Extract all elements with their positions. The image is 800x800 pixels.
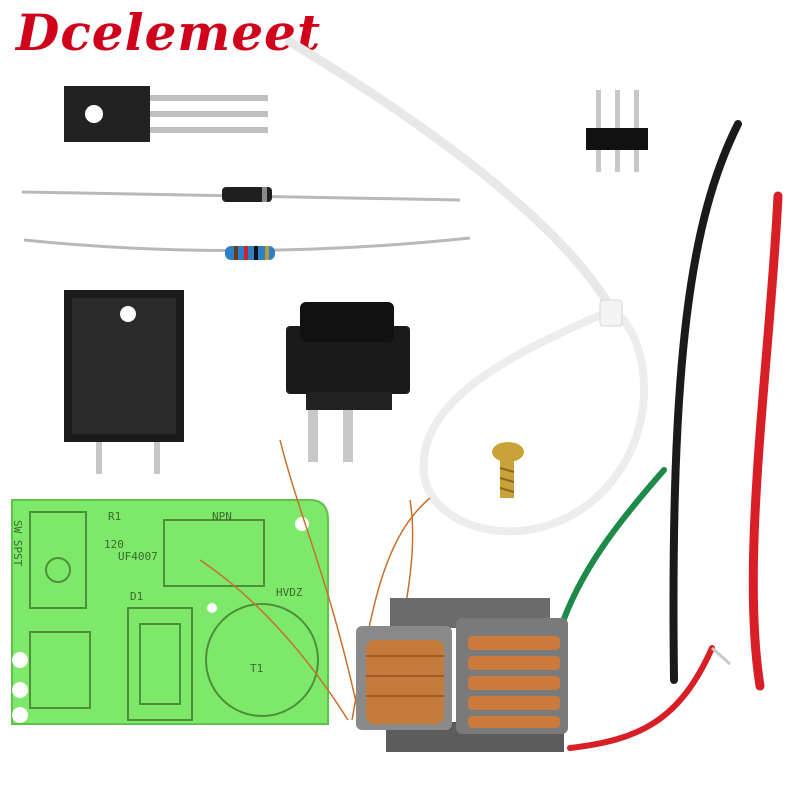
pcb-label-diode-ref: D1 <box>130 590 143 603</box>
green-wire <box>557 467 667 633</box>
hv-transformer <box>356 598 568 752</box>
red-wire <box>748 191 783 691</box>
pcb-label-coil: T1 <box>250 662 263 675</box>
pcb-label-switch: SW SPST <box>11 520 24 567</box>
pcb-label-transistor: NPN <box>212 510 232 523</box>
pcb-label-diode-name: UF4007 <box>118 550 158 563</box>
red-output-wire <box>567 645 715 751</box>
cable-tie <box>285 37 649 536</box>
pcb-label-resistor: R1 <box>108 510 121 523</box>
screw <box>492 442 524 498</box>
rocker-switch <box>286 302 410 462</box>
pcb-label-hv: HVDZ <box>276 586 303 599</box>
power-transistor <box>64 86 268 142</box>
brand-logo: Dcelemeet <box>16 3 322 62</box>
pcb-board: SW SPST R1 120 UF4007 D1 NPN T1 HVDZ <box>11 499 329 725</box>
diode <box>21 187 461 202</box>
pcb-label-resistor-value: 120 <box>104 538 124 551</box>
black-wire <box>669 120 742 684</box>
resistor <box>23 236 471 260</box>
pin-header <box>586 90 648 172</box>
heatsink <box>64 290 184 474</box>
